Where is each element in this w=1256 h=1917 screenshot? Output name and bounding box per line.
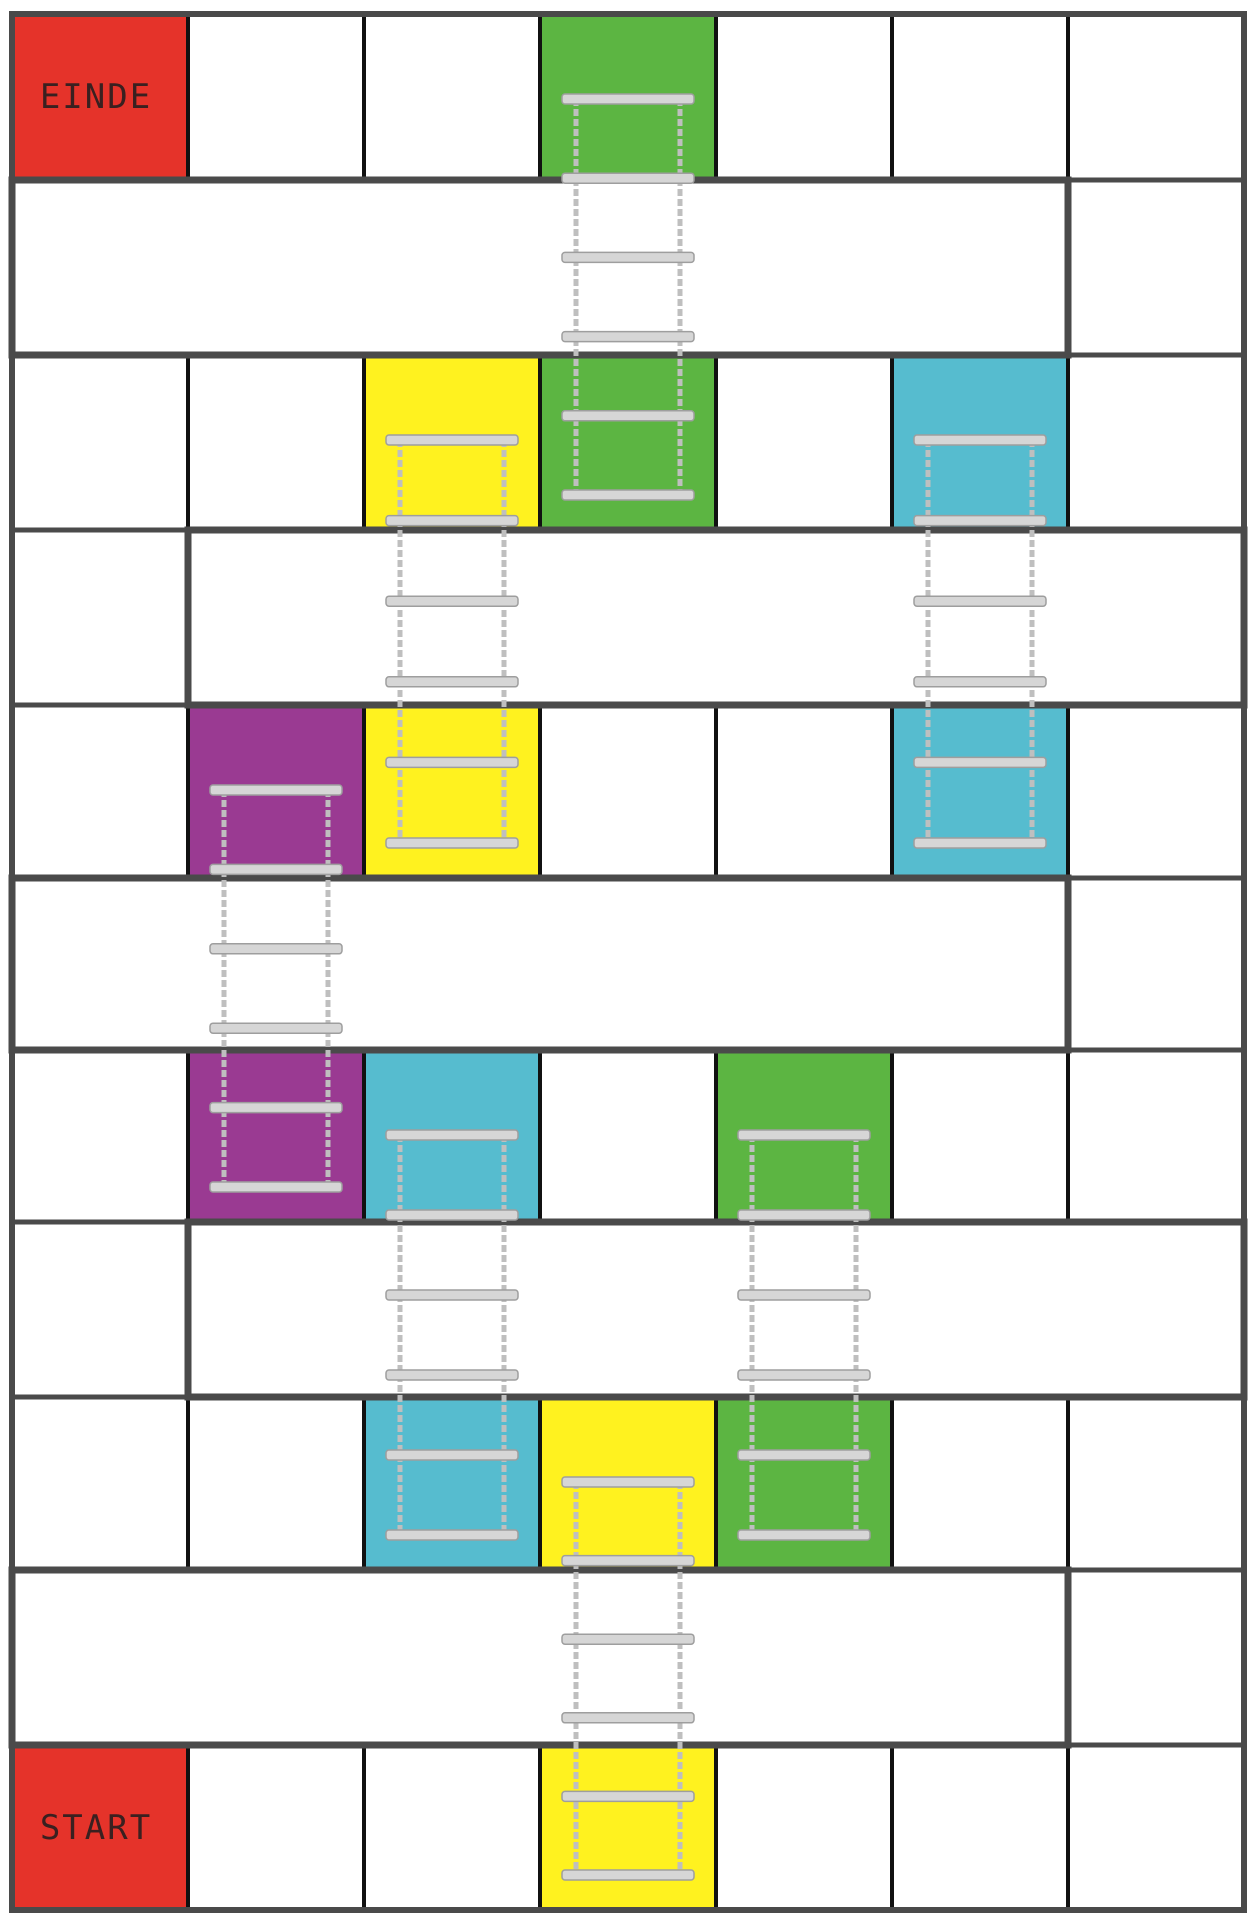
ladder-rung [562, 411, 694, 421]
wall-block [12, 180, 1068, 355]
ladder-rung [386, 757, 518, 767]
ladder-rung [210, 1103, 342, 1113]
ladder-rung [914, 838, 1046, 848]
square-blue [364, 1397, 540, 1570]
ladder-rung [738, 1370, 870, 1380]
square-yellow [364, 705, 540, 878]
ladder-rung [210, 1023, 342, 1033]
ladder-rung [914, 596, 1046, 606]
ladder-rung [210, 785, 342, 795]
ladder-rung [386, 838, 518, 848]
square-purple [188, 1050, 364, 1222]
square-green [716, 1397, 892, 1570]
ladder-rung [562, 173, 694, 183]
ladder-rung [386, 1290, 518, 1300]
square-yellow [540, 1745, 716, 1910]
ladder-rung [738, 1530, 870, 1540]
ladder-rung [386, 1370, 518, 1380]
ladder-rung [386, 1450, 518, 1460]
square-blue [892, 705, 1068, 878]
ladder-rung [562, 252, 694, 262]
ladder-rung [386, 1530, 518, 1540]
wall-block [188, 530, 1244, 705]
ladder-rung [562, 1634, 694, 1644]
ladder-rung [386, 516, 518, 526]
wall-block [188, 1222, 1244, 1397]
wall-block [12, 1570, 1068, 1745]
ladder-rung [386, 435, 518, 445]
ladder-rung [914, 757, 1046, 767]
ladder-rung [738, 1130, 870, 1140]
end-square-label: EINDE [12, 17, 180, 177]
ladder-rung [562, 1556, 694, 1566]
square-green [540, 355, 716, 530]
wall-block [12, 878, 1068, 1050]
ladder-rung [562, 490, 694, 500]
ladder-rung [562, 332, 694, 342]
ladder-rung [386, 1210, 518, 1220]
ladder-rung [914, 435, 1046, 445]
ladder-rung [562, 1713, 694, 1723]
ladder-rung [914, 516, 1046, 526]
ladder-rung [386, 677, 518, 687]
ladder-rung [210, 864, 342, 874]
ladder-rung [562, 1870, 694, 1880]
ladder-rung [210, 1182, 342, 1192]
ladder-rung [562, 1791, 694, 1801]
ladder-rung [562, 94, 694, 104]
ladder-rung [386, 1130, 518, 1140]
ladder-rung [738, 1210, 870, 1220]
ladder-rung [562, 1477, 694, 1487]
ladder-rung [914, 677, 1046, 687]
ladder-rung [738, 1450, 870, 1460]
ladder-rung [210, 944, 342, 954]
ladder-rung [738, 1290, 870, 1300]
ladder-rung [386, 596, 518, 606]
start-square-label: START [12, 1748, 180, 1908]
